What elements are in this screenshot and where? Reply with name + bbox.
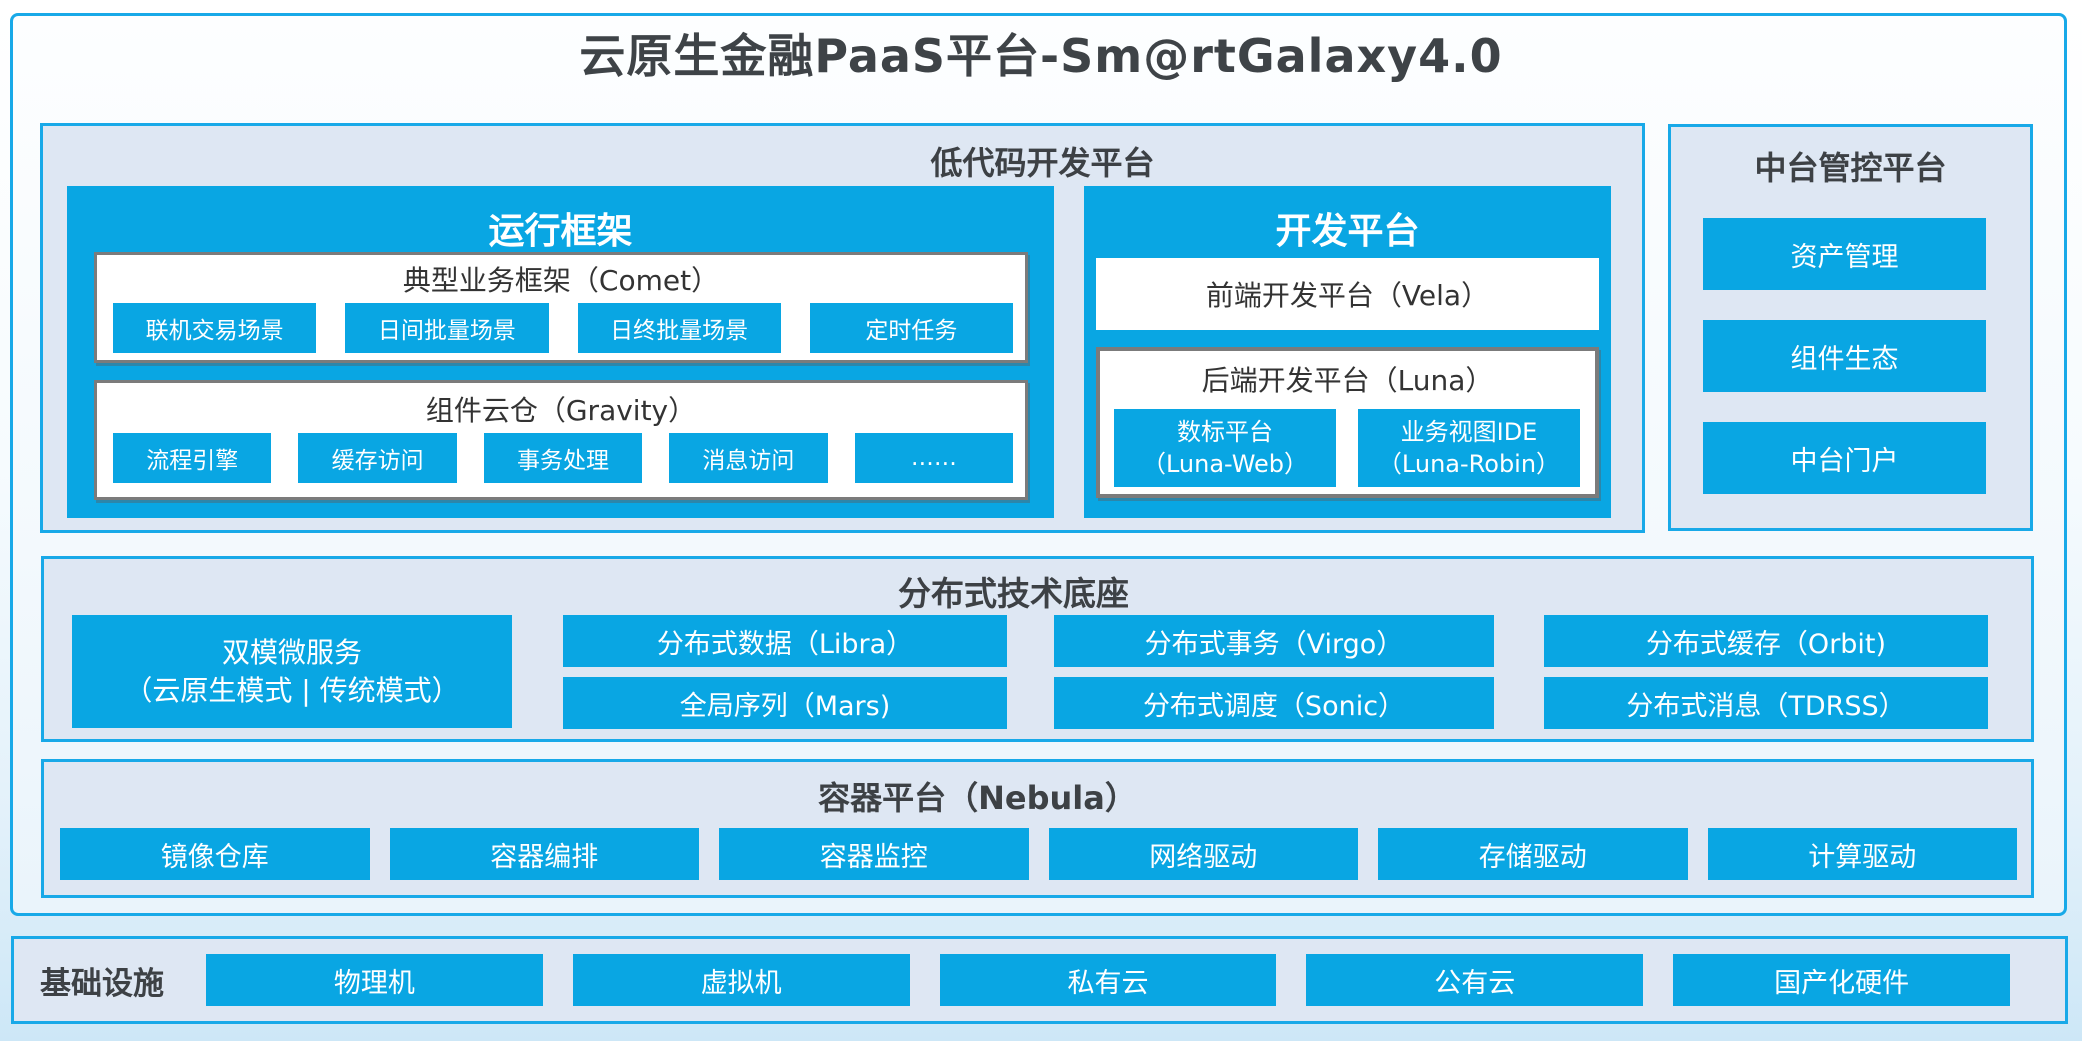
distributed-item: 分布式缓存（Orbit)	[1544, 615, 1988, 667]
midplatform-item: 资产管理	[1703, 218, 1986, 290]
dual-mode-line2: （云原生模式 | 传统模式）	[124, 673, 460, 707]
luna-box: 后端开发平台（Luna） 数标平台 （Luna-Web） 业务视图IDE （Lu…	[1096, 347, 1599, 498]
gravity-item: 流程引擎	[113, 433, 272, 483]
distributed-item: 分布式消息（TDRSS）	[1544, 677, 1988, 729]
luna-item: 业务视图IDE （Luna-Robin）	[1358, 409, 1580, 487]
infrastructure-title: 基础设施	[40, 965, 164, 1002]
dual-mode-microservice-box: 双模微服务 （云原生模式 | 传统模式）	[72, 615, 512, 728]
comet-title: 典型业务框架（Comet）	[402, 264, 720, 297]
midplatform-panel: 中台管控平台 资产管理 组件生态 中台门户	[1668, 124, 2033, 531]
distributed-base-title: 分布式技术底座	[898, 574, 1129, 613]
infrastructure-item-row: 物理机 虚拟机 私有云 公有云 国产化硬件	[206, 954, 2010, 1006]
runtime-framework-title: 运行框架	[488, 211, 633, 252]
vela-box: 前端开发平台（Vela）	[1096, 258, 1599, 330]
container-item: 容器编排	[389, 828, 699, 880]
comet-item-row: 联机交易场景 日间批量场景 日终批量场景 定时任务	[113, 303, 1013, 353]
distributed-item: 分布式数据（Libra）	[563, 615, 1007, 667]
midplatform-item: 组件生态	[1703, 320, 1986, 392]
page-title: 云原生金融PaaS平台-Sm@rtGalaxy4.0	[579, 29, 1503, 83]
distributed-item: 分布式事务（Virgo）	[1054, 615, 1494, 667]
lowcode-platform-panel: 低代码开发平台 运行框架 典型业务框架（Comet） 联机交易场景 日间批量场景…	[40, 123, 1645, 533]
container-item-row: 镜像仓库 容器编排 容器监控 网络驱动 存储驱动 计算驱动	[60, 828, 2017, 880]
luna-item: 数标平台 （Luna-Web）	[1114, 409, 1336, 487]
lowcode-platform-title: 低代码开发平台	[930, 144, 1155, 182]
distributed-base-panel: 分布式技术底座 双模微服务 （云原生模式 | 传统模式） 分布式数据（Libra…	[41, 556, 2034, 742]
midplatform-item: 中台门户	[1703, 422, 1986, 494]
gravity-title: 组件云仓（Gravity）	[425, 394, 697, 427]
luna-item-code: （Luna-Web）	[1141, 450, 1309, 478]
gravity-item-row: 流程引擎 缓存访问 事务处理 消息访问 ……	[113, 433, 1014, 483]
infrastructure-item: 物理机	[206, 954, 543, 1006]
container-platform-title: 容器平台（Nebula）	[818, 779, 1137, 817]
container-platform-panel: 容器平台（Nebula） 镜像仓库 容器编排 容器监控 网络驱动 存储驱动 计算…	[41, 759, 2034, 898]
gravity-item: 消息访问	[669, 433, 828, 483]
luna-item-row: 数标平台 （Luna-Web） 业务视图IDE （Luna-Robin）	[1114, 409, 1580, 487]
dev-platform-title: 开发平台	[1275, 211, 1420, 252]
gravity-item: 事务处理	[483, 433, 643, 483]
infrastructure-item: 私有云	[939, 954, 1277, 1006]
infrastructure-inner: 基础设施 物理机 虚拟机 私有云 公有云 国产化硬件	[14, 939, 2065, 1021]
luna-item-name: 业务视图IDE	[1400, 417, 1538, 446]
comet-item: 日终批量场景	[577, 303, 781, 353]
gravity-item: 缓存访问	[298, 433, 457, 483]
vela-title: 前端开发平台（Vela）	[1205, 279, 1490, 312]
midplatform-title: 中台管控平台	[1754, 149, 1947, 187]
gravity-item: ……	[854, 433, 1014, 483]
container-item: 存储驱动	[1378, 828, 1688, 880]
comet-item: 定时任务	[809, 303, 1013, 353]
infrastructure-panel: 基础设施 物理机 虚拟机 私有云 公有云 国产化硬件	[11, 936, 2068, 1024]
infrastructure-item: 公有云	[1306, 954, 1644, 1006]
runtime-framework-box: 运行框架 典型业务框架（Comet） 联机交易场景 日间批量场景 日终批量场景 …	[67, 186, 1054, 518]
dev-platform-box: 开发平台 前端开发平台（Vela） 后端开发平台（Luna） 数标平台 （Lun…	[1084, 186, 1611, 518]
distributed-item: 全局序列（Mars)	[563, 677, 1007, 729]
infrastructure-item: 虚拟机	[572, 954, 910, 1006]
luna-item-name: 数标平台	[1177, 417, 1273, 446]
luna-item-code: （Luna-Robin）	[1377, 450, 1561, 478]
container-item: 容器监控	[719, 828, 1029, 880]
comet-item: 日间批量场景	[345, 303, 549, 353]
distributed-item: 分布式调度（Sonic）	[1054, 677, 1494, 729]
comet-item: 联机交易场景	[113, 303, 317, 353]
container-item: 镜像仓库	[60, 828, 370, 880]
container-item: 网络驱动	[1048, 828, 1358, 880]
infrastructure-item: 国产化硬件	[1673, 954, 2010, 1006]
comet-box: 典型业务框架（Comet） 联机交易场景 日间批量场景 日终批量场景 定时任务	[94, 252, 1028, 363]
luna-title: 后端开发平台（Luna）	[1201, 364, 1494, 397]
dual-mode-line1: 双模微服务	[221, 635, 362, 669]
container-item: 计算驱动	[1707, 828, 2017, 880]
gravity-box: 组件云仓（Gravity） 流程引擎 缓存访问 事务处理 消息访问 ……	[94, 380, 1028, 500]
